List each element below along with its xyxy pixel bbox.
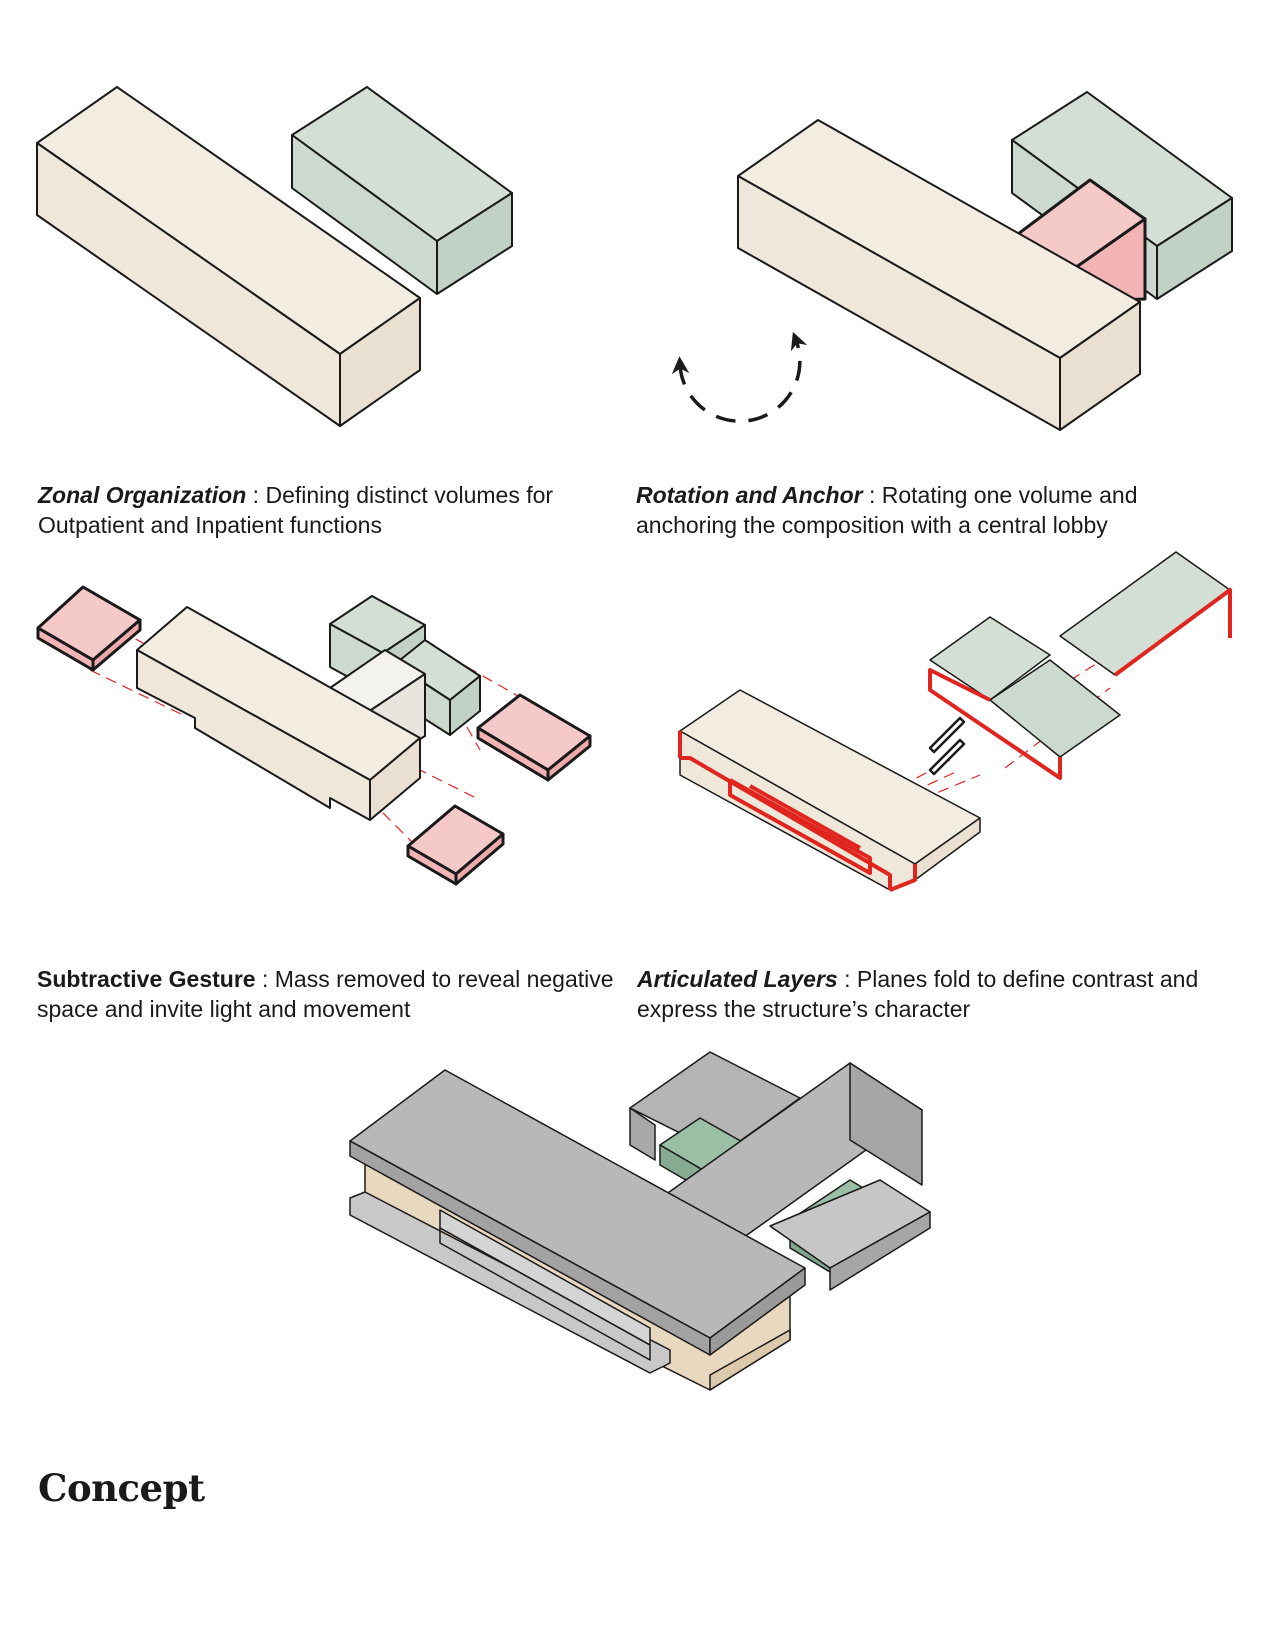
caption-zonal-organization: Zonal Organization : Defining distinct v… (38, 480, 618, 540)
caption-text: Defining distinct volumes for Outpatient… (38, 482, 554, 538)
outpatient-volume-carved (136, 606, 421, 821)
removed-mass-right (476, 693, 592, 782)
lower-folded-plane (769, 1179, 931, 1291)
caption-separator: : (837, 966, 857, 992)
outpatient-volume (36, 86, 421, 427)
caption-title: Rotation and Anchor (636, 482, 863, 508)
caption-rotation-anchor: Rotation and Anchor : Rotating one volum… (636, 480, 1236, 540)
page-title: Concept (38, 1466, 205, 1510)
inpatient-volume (291, 86, 513, 295)
removed-mass-bottom (406, 804, 505, 886)
caption-title: Articulated Layers (637, 966, 838, 992)
sage-folded-plane (928, 616, 1121, 780)
diagram-zonal-organization (36, 86, 513, 427)
caption-articulated-layers: Articulated Layers : Planes fold to defi… (637, 964, 1237, 1024)
cream-folded-plane (678, 689, 981, 892)
main-roof-plane (349, 1069, 806, 1356)
caption-text: Mass removed to reveal negative space an… (37, 966, 614, 1022)
structural-columns (928, 716, 966, 776)
removed-mass-left (36, 585, 142, 672)
slab-fold-lower (349, 1191, 671, 1374)
diagram-rotation-anchor (671, 91, 1233, 431)
caption-separator: : (246, 482, 266, 508)
caption-text: Planes fold to define contrast and expre… (637, 966, 1199, 1022)
concept-massing-model (349, 1051, 931, 1391)
caption-subtractive-gesture: Subtractive Gesture : Mass removed to re… (37, 964, 617, 1024)
sage-folded-roof (1059, 551, 1232, 677)
caption-title: Subtractive Gesture (37, 966, 256, 992)
outpatient-volume-anchor (737, 119, 1141, 431)
diagram-subtractive-gesture (36, 585, 592, 886)
caption-text: Rotating one volume and anchoring the co… (636, 482, 1138, 538)
caption-separator: : (255, 966, 275, 992)
caption-separator: : (862, 482, 882, 508)
diagram-articulated-layers (678, 551, 1232, 892)
cross-roof-plane (664, 1062, 923, 1241)
caption-title: Zonal Organization (38, 482, 247, 508)
rotation-arrows-icon (671, 331, 808, 423)
